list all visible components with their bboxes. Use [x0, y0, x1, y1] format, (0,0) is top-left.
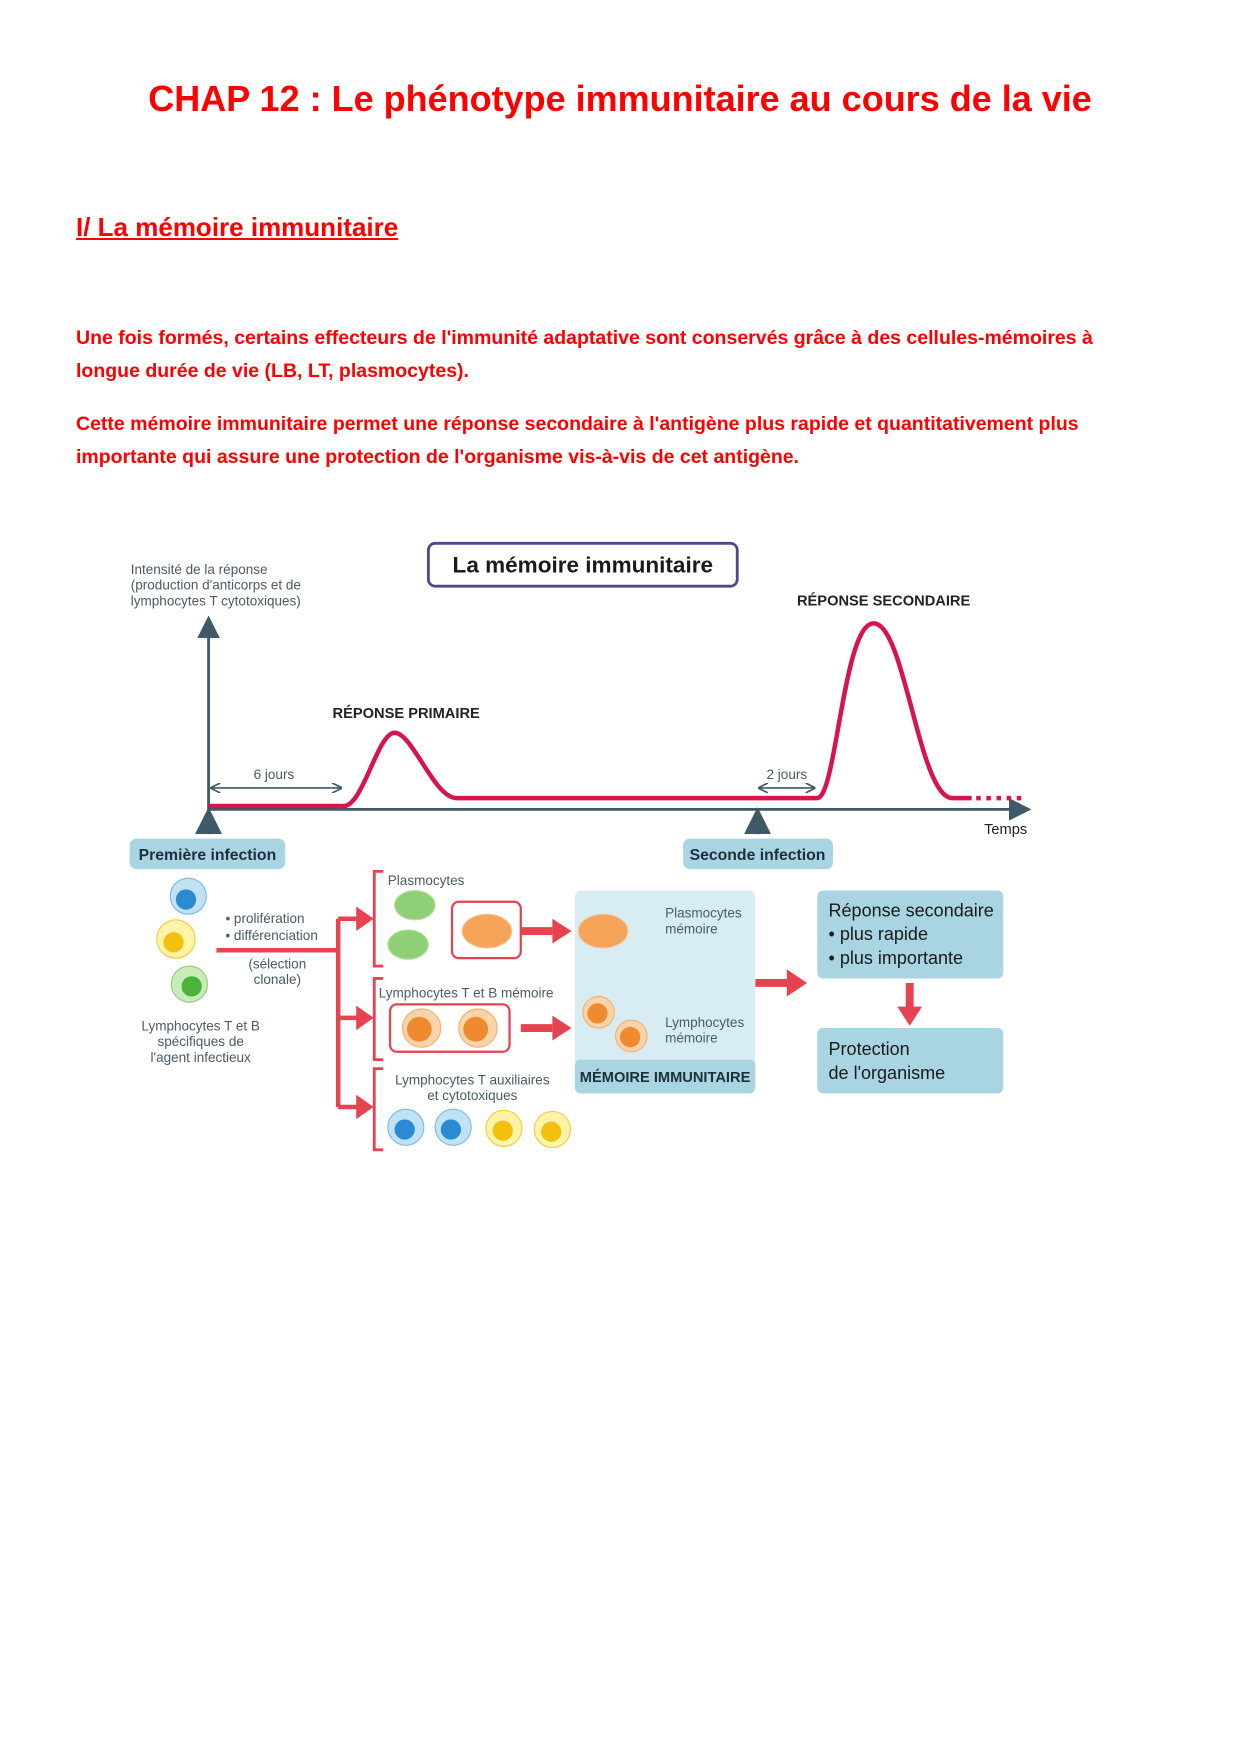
- secondary-box: [817, 890, 1004, 979]
- response-curve: [208, 621, 972, 809]
- secondary-box-3: • plus importante: [829, 948, 963, 968]
- specific-lymph-2: spécifiques de: [157, 1034, 243, 1049]
- section-heading: I/ La mémoire immunitaire: [76, 212, 399, 242]
- memory-lymph-group-label: Lymphocytes T et B mémoire: [379, 986, 554, 1001]
- branch-arrows: [216, 869, 923, 1152]
- specific-lymph-3: l'agent infectieux: [151, 1050, 252, 1065]
- figure-title-box: [426, 541, 739, 588]
- specific-lymph-1: Lymphocytes T et B: [141, 1018, 259, 1033]
- memory-lymph-1: Lymphocytes: [665, 1015, 744, 1030]
- secondary-box-1: Réponse secondaire: [829, 900, 994, 920]
- effector-cells: [387, 1108, 571, 1149]
- process-1: • prolifération: [225, 911, 304, 926]
- first-infection-label: Première infection: [139, 847, 277, 864]
- memory-plasmocytes-2: mémoire: [665, 921, 718, 936]
- helper-cytotoxic-2: et cytotoxiques: [427, 1088, 517, 1103]
- delay-primary: 6 jours: [254, 767, 295, 782]
- memory-lymph-2: mémoire: [665, 1031, 718, 1046]
- secondary-response-label: RÉPONSE SECONDAIRE: [797, 592, 971, 609]
- second-infection-label: Seconde infection: [690, 847, 826, 864]
- helper-cytotoxic-1: Lymphocytes T auxiliaires: [395, 1072, 550, 1087]
- paragraph-2: Cette mémoire immunitaire permet une rép…: [76, 413, 1079, 468]
- memory-plasmocytes-1: Plasmocytes: [665, 906, 742, 921]
- process-4: clonale): [254, 972, 301, 987]
- protection-box-1: Protection: [829, 1039, 910, 1059]
- y-axis-label-2: (production d'anticorps et de: [131, 578, 301, 593]
- process-2: • différenciation: [225, 928, 317, 943]
- y-axis-label-3: lymphocytes T cytotoxiques): [131, 593, 301, 608]
- plasmocyte-cells: [387, 889, 522, 960]
- x-axis-label: Temps: [984, 822, 1027, 838]
- figure-title: La mémoire immunitaire: [453, 553, 713, 578]
- page-title: CHAP 12 : Le phénotype immunitaire au co…: [148, 78, 1092, 119]
- initial-lymphocytes: [156, 877, 208, 1003]
- primary-response-label: RÉPONSE PRIMAIRE: [333, 705, 480, 722]
- y-axis-label-1: Intensité de la réponse: [131, 562, 268, 577]
- protection-box-2: de l'organisme: [829, 1063, 946, 1083]
- memory-label: MÉMOIRE IMMUNITAIRE: [580, 1069, 751, 1086]
- delay-secondary: 2 jours: [767, 767, 808, 782]
- memory-lymph-cells: [388, 1003, 511, 1053]
- paragraph-1: Une fois formés, certains effecteurs de …: [76, 327, 1093, 382]
- protection-box: [817, 1028, 1004, 1094]
- plasmocytes-label: Plasmocytes: [388, 873, 465, 888]
- process-3: (sélection: [248, 956, 306, 971]
- secondary-box-2: • plus rapide: [829, 924, 928, 944]
